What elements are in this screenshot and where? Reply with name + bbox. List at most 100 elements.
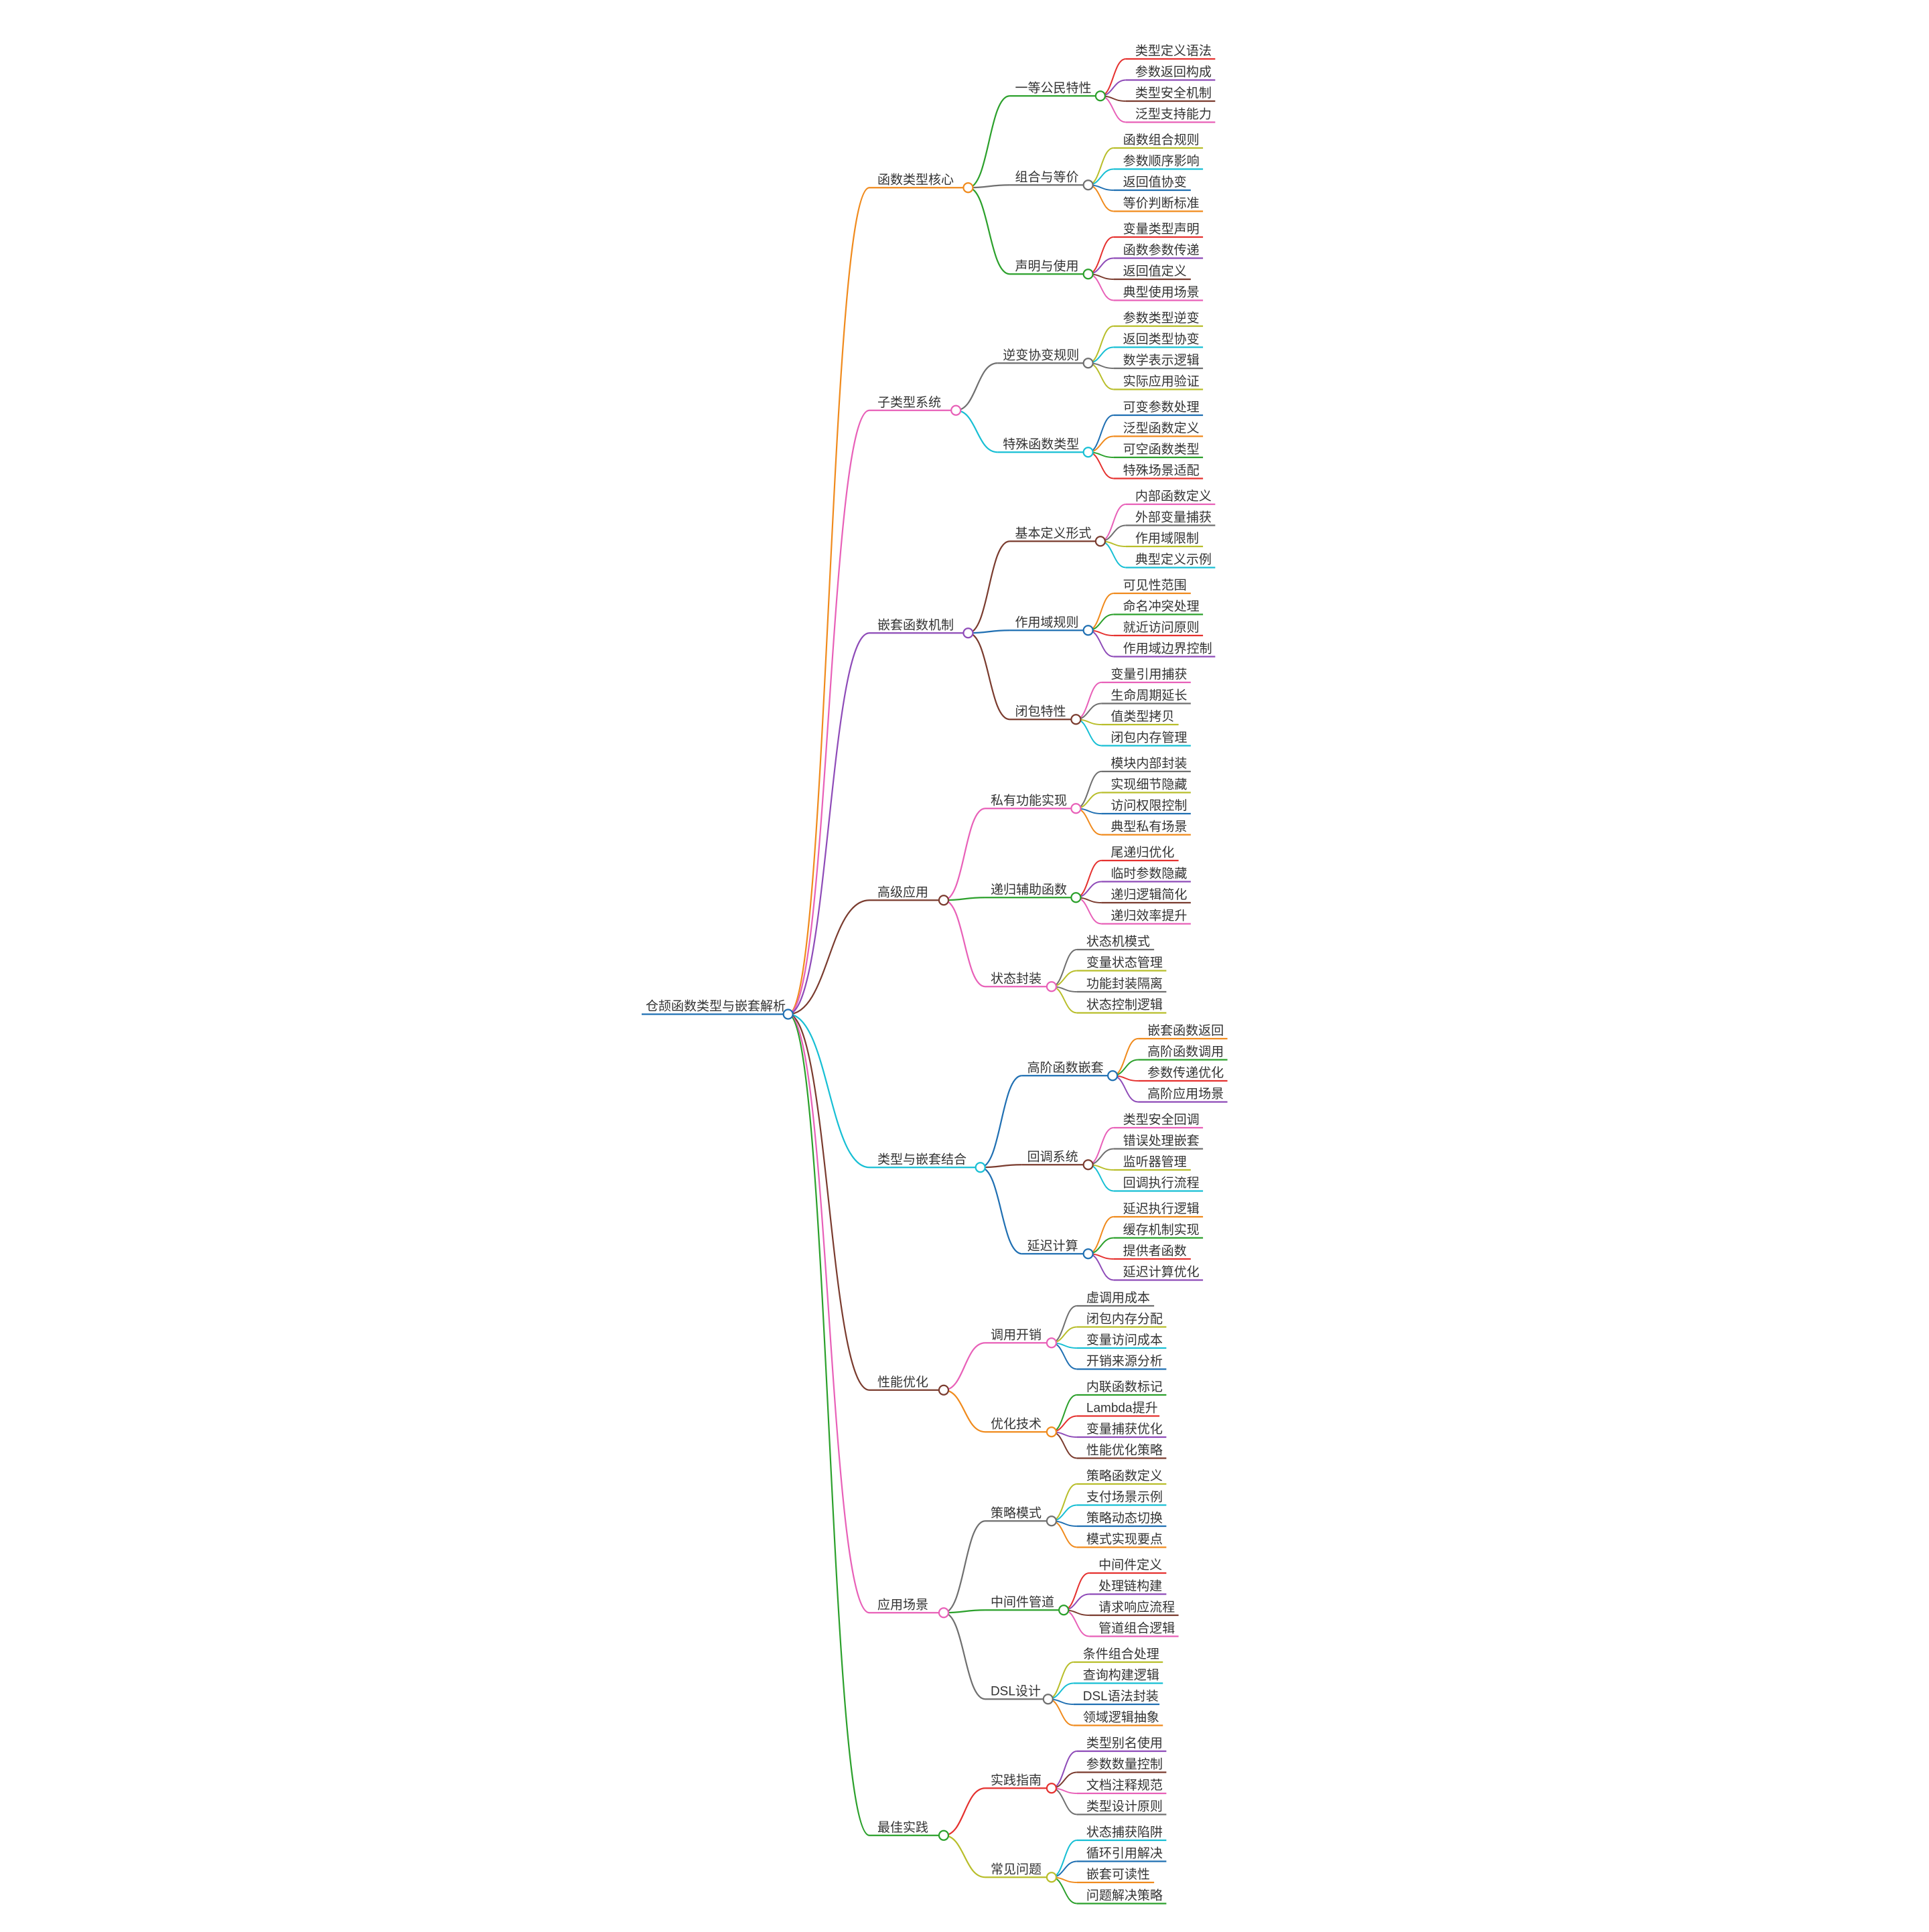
topic-node-marker[interactable] — [1094, 90, 1106, 102]
leaf-label[interactable]: 延迟执行逻辑 — [1123, 1201, 1200, 1216]
topic-3-2-label[interactable]: 状态封装 — [991, 971, 1042, 986]
leaf-label[interactable]: 内部函数定义 — [1135, 489, 1212, 504]
leaf-label[interactable]: 策略函数定义 — [1086, 1469, 1163, 1483]
leaf-label[interactable]: 查询构建逻辑 — [1083, 1668, 1159, 1683]
leaf-label[interactable]: 访问权限控制 — [1111, 798, 1187, 813]
leaf-label[interactable]: 递归逻辑简化 — [1111, 887, 1187, 902]
leaf-label[interactable]: 提供者函数 — [1123, 1244, 1187, 1258]
leaf-label[interactable]: 参数顺序影响 — [1123, 154, 1200, 169]
branch-7-label[interactable]: 最佳实践 — [877, 1820, 928, 1835]
topic-2-1-label[interactable]: 作用域规则 — [1015, 615, 1078, 629]
branch-node-marker[interactable] — [950, 404, 962, 416]
leaf-label[interactable]: 参数数量控制 — [1086, 1757, 1163, 1772]
leaf-label[interactable]: 策略动态切换 — [1086, 1511, 1163, 1526]
topic-6-2-label[interactable]: DSL设计 — [991, 1684, 1041, 1698]
topic-node-marker[interactable] — [1046, 1783, 1058, 1794]
leaf-label[interactable]: 参数传递优化 — [1147, 1065, 1224, 1080]
leaf-label[interactable]: 命名冲突处理 — [1123, 599, 1200, 614]
leaf-label[interactable]: 类型别名使用 — [1086, 1736, 1163, 1751]
topic-2-0-label[interactable]: 基本定义形式 — [1015, 526, 1091, 540]
leaf-label[interactable]: 实现细节隐藏 — [1111, 777, 1187, 792]
leaf-label[interactable]: DSL语法封装 — [1083, 1689, 1159, 1704]
leaf-label[interactable]: 模式实现要点 — [1086, 1532, 1163, 1547]
leaf-label[interactable]: 值类型拷贝 — [1111, 709, 1174, 724]
branch-6-label[interactable]: 应用场景 — [877, 1597, 928, 1612]
topic-0-1-label[interactable]: 组合与等价 — [1015, 169, 1078, 184]
leaf-label[interactable]: 闭包内存分配 — [1086, 1312, 1163, 1327]
topic-4-2-label[interactable]: 延迟计算 — [1027, 1238, 1078, 1253]
branch-2-label[interactable]: 嵌套函数机制 — [877, 617, 954, 632]
topic-node-marker[interactable] — [1070, 892, 1082, 903]
leaf-label[interactable]: 特殊场景适配 — [1123, 463, 1200, 478]
topic-7-1-label[interactable]: 常见问题 — [991, 1862, 1042, 1876]
topic-5-0-label[interactable]: 调用开销 — [991, 1327, 1042, 1342]
leaf-label[interactable]: 状态机模式 — [1086, 934, 1150, 949]
leaf-label[interactable]: 可空函数类型 — [1123, 442, 1200, 457]
topic-node-marker[interactable] — [1082, 358, 1094, 369]
leaf-label[interactable]: 支付场景示例 — [1086, 1490, 1163, 1505]
leaf-label[interactable]: 管道组合逻辑 — [1098, 1621, 1175, 1636]
leaf-label[interactable]: 条件组合处理 — [1083, 1647, 1159, 1661]
leaf-label[interactable]: 中间件定义 — [1098, 1558, 1162, 1572]
topic-node-marker[interactable] — [1082, 179, 1094, 191]
leaf-label[interactable]: 模块内部封装 — [1111, 756, 1187, 771]
branch-0-label[interactable]: 函数类型核心 — [877, 172, 954, 187]
leaf-label[interactable]: 递归效率提升 — [1111, 909, 1187, 923]
topic-node-marker[interactable] — [1046, 1337, 1058, 1349]
leaf-label[interactable]: 等价判断标准 — [1123, 196, 1200, 211]
leaf-label[interactable]: 变量捕获优化 — [1086, 1422, 1163, 1436]
topic-4-0-label[interactable]: 高阶函数嵌套 — [1027, 1060, 1104, 1075]
topic-2-2-label[interactable]: 闭包特性 — [1015, 704, 1066, 719]
topic-node-marker[interactable] — [1042, 1694, 1054, 1705]
leaf-label[interactable]: 回调执行流程 — [1123, 1176, 1200, 1191]
topic-3-1-label[interactable]: 递归辅助函数 — [991, 882, 1067, 897]
branch-node-marker[interactable] — [962, 182, 974, 194]
leaf-label[interactable]: 类型安全回调 — [1123, 1112, 1200, 1127]
leaf-label[interactable]: 函数组合规则 — [1123, 133, 1200, 147]
topic-node-marker[interactable] — [1107, 1070, 1119, 1082]
topic-1-0-label[interactable]: 逆变协变规则 — [1003, 348, 1079, 362]
leaf-label[interactable]: 函数参数传递 — [1123, 243, 1200, 258]
leaf-label[interactable]: 高阶函数调用 — [1147, 1045, 1224, 1059]
topic-3-0-label[interactable]: 私有功能实现 — [991, 793, 1067, 808]
leaf-label[interactable]: 文档注释规范 — [1086, 1778, 1163, 1793]
leaf-label[interactable]: 可变参数处理 — [1123, 400, 1200, 415]
topic-0-2-label[interactable]: 声明与使用 — [1015, 258, 1078, 273]
leaf-label[interactable]: 典型使用场景 — [1123, 285, 1200, 300]
leaf-label[interactable]: 类型设计原则 — [1086, 1799, 1163, 1814]
leaf-label[interactable]: 泛型支持能力 — [1135, 107, 1212, 122]
branch-node-marker[interactable] — [938, 1607, 950, 1619]
leaf-label[interactable]: 监听器管理 — [1123, 1155, 1187, 1169]
leaf-label[interactable]: 功能封装隔离 — [1086, 976, 1163, 991]
leaf-label[interactable]: 参数返回构成 — [1135, 65, 1212, 80]
leaf-label[interactable]: 类型安全机制 — [1135, 86, 1212, 100]
leaf-label[interactable]: 典型私有场景 — [1111, 820, 1187, 834]
leaf-label[interactable]: 嵌套函数返回 — [1147, 1023, 1224, 1038]
root-node-label[interactable]: 仓颉函数类型与嵌套解析 — [646, 999, 786, 1014]
leaf-label[interactable]: 延迟计算优化 — [1123, 1265, 1200, 1280]
leaf-label[interactable]: 开销来源分析 — [1086, 1354, 1163, 1369]
leaf-label[interactable]: 闭包内存管理 — [1111, 731, 1187, 745]
leaf-label[interactable]: 变量类型声明 — [1123, 222, 1200, 236]
branch-node-marker[interactable] — [938, 895, 950, 906]
leaf-label[interactable]: 错误处理嵌套 — [1123, 1134, 1200, 1148]
leaf-label[interactable]: 高阶应用场景 — [1147, 1087, 1224, 1102]
leaf-label[interactable]: 状态控制逻辑 — [1086, 998, 1163, 1013]
leaf-label[interactable]: 可见性范围 — [1123, 578, 1187, 593]
topic-node-marker[interactable] — [1082, 269, 1094, 280]
leaf-label[interactable]: 类型定义语法 — [1135, 44, 1212, 58]
leaf-label[interactable]: 返回值协变 — [1123, 175, 1187, 190]
leaf-label[interactable]: 典型定义示例 — [1135, 552, 1212, 567]
branch-4-label[interactable]: 类型与嵌套结合 — [877, 1152, 967, 1167]
topic-node-marker[interactable] — [1082, 1159, 1094, 1171]
leaf-label[interactable]: 外部变量捕获 — [1135, 510, 1212, 525]
leaf-label[interactable]: 参数类型逆变 — [1123, 311, 1200, 325]
topic-node-marker[interactable] — [1046, 1872, 1058, 1883]
topic-node-marker[interactable] — [1082, 625, 1094, 636]
root-node-marker[interactable] — [782, 1009, 794, 1020]
branch-5-label[interactable]: 性能优化 — [877, 1375, 928, 1390]
leaf-label[interactable]: 处理链构建 — [1098, 1579, 1162, 1594]
branch-node-marker[interactable] — [975, 1162, 986, 1173]
topic-6-0-label[interactable]: 策略模式 — [991, 1505, 1042, 1520]
topic-4-1-label[interactable]: 回调系统 — [1027, 1149, 1078, 1164]
